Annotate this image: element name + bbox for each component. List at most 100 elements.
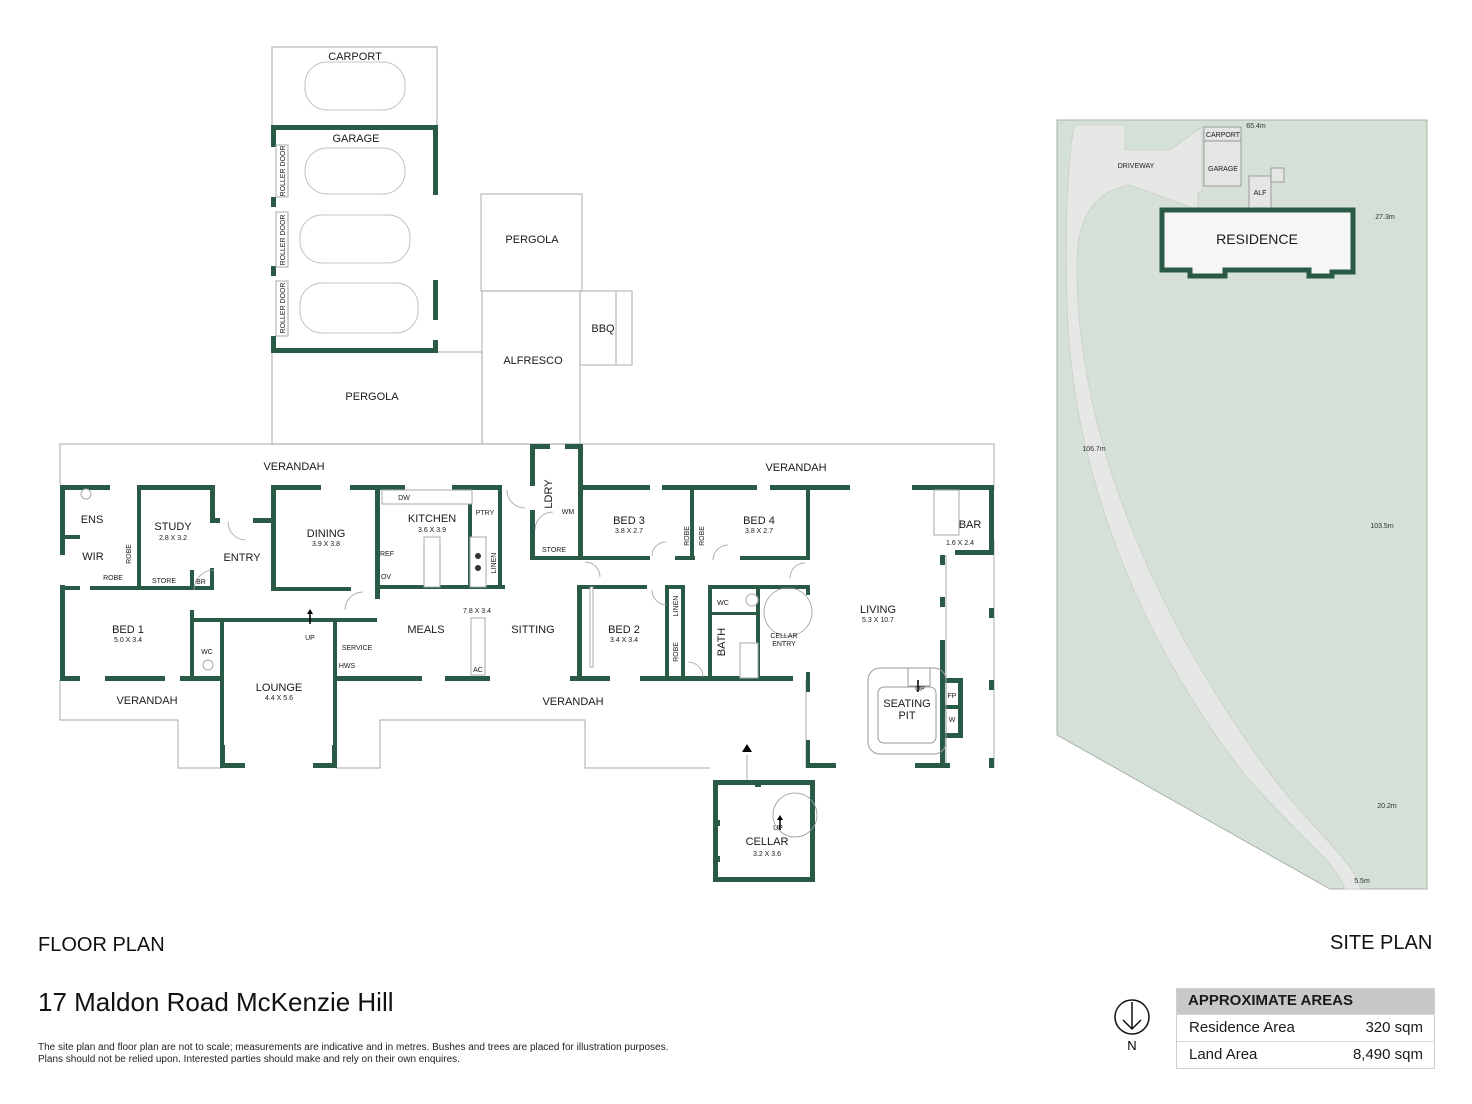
areas-row: Residence Area 320 sqm bbox=[1177, 1014, 1434, 1041]
floor-plan-title: FLOOR PLAN bbox=[38, 934, 165, 956]
label-verandah-north-right: VERANDAH bbox=[765, 462, 826, 474]
cars bbox=[299, 61, 419, 334]
size-bed2: 3.4 X 3.4 bbox=[610, 637, 638, 644]
label-entry: ENTRY bbox=[223, 552, 261, 564]
disclaimer-line-1: The site plan and floor plan are not to … bbox=[38, 1042, 669, 1053]
car-icon bbox=[299, 214, 411, 264]
label-verandah-north-left: VERANDAH bbox=[263, 461, 324, 473]
north-arrow-icon: N bbox=[1114, 999, 1150, 1053]
car-icon bbox=[299, 282, 419, 334]
size-dining: 3.9 X 3.8 bbox=[312, 541, 340, 548]
site-label-alf: ALF bbox=[1254, 190, 1267, 197]
label-ens: ENS bbox=[81, 514, 104, 526]
dim-right-lower: 20.2m bbox=[1377, 803, 1397, 810]
bathtub bbox=[739, 642, 759, 679]
cellar-access-arrow-icon bbox=[742, 744, 752, 752]
dim-right-upper: 27.3m bbox=[1375, 214, 1395, 221]
size-study: 2.8 X 3.2 bbox=[159, 535, 187, 542]
label-living: LIVING bbox=[860, 604, 896, 616]
site-label-residence: RESIDENCE bbox=[1216, 231, 1298, 247]
label-wc-bed1: WC bbox=[201, 649, 213, 656]
dim-top: 65.4m bbox=[1246, 123, 1266, 130]
land-parcel bbox=[1056, 119, 1428, 890]
outline-lines bbox=[59, 46, 995, 780]
label-robe-wir-h: ROBE bbox=[103, 575, 123, 582]
label-seating-pit-1: SEATING bbox=[883, 698, 930, 710]
size-living: 5.3 X 10.7 bbox=[862, 617, 894, 624]
approximate-areas-table: APPROXIMATE AREAS Residence Area 320 sqm… bbox=[1176, 988, 1435, 1069]
label-bed4: BED 4 bbox=[743, 515, 775, 527]
label-robe-wir-v: ROBE bbox=[126, 544, 133, 564]
label-roller-door-2: ROLLER DOOR bbox=[280, 215, 287, 266]
car-icon bbox=[304, 147, 406, 195]
site-label-driveway: DRIVEWAY bbox=[1118, 163, 1155, 170]
label-roller-door-1: ROLLER DOOR bbox=[280, 146, 287, 197]
label-robe-bed2: ROBE bbox=[673, 642, 680, 662]
label-ref: REF bbox=[380, 551, 394, 558]
dim-bottom: 5.5m bbox=[1354, 878, 1370, 885]
label-service: SERVICE bbox=[342, 645, 373, 652]
label-bar: BAR bbox=[959, 519, 982, 531]
areas-header: APPROXIMATE AREAS bbox=[1177, 989, 1434, 1014]
label-pergola-left: PERGOLA bbox=[345, 391, 399, 403]
size-bar: 1.6 X 2.4 bbox=[946, 540, 974, 547]
label-store-study: STORE bbox=[152, 578, 176, 585]
label-fp: FP bbox=[948, 693, 957, 700]
label-garage: GARAGE bbox=[332, 133, 379, 145]
size-meals-sitting: 7.8 X 3.4 bbox=[463, 608, 491, 615]
areas-row-value: 320 sqm bbox=[1365, 1019, 1423, 1036]
label-kitchen: KITCHEN bbox=[408, 513, 456, 525]
kitchen-island bbox=[423, 536, 441, 588]
label-verandah-south-left: VERANDAH bbox=[116, 695, 177, 707]
size-kitchen: 3.6 X 3.9 bbox=[418, 527, 446, 534]
label-roller-door-3: ROLLER DOOR bbox=[280, 283, 287, 334]
label-seating-pit-2: PIT bbox=[898, 710, 915, 722]
label-carport: CARPORT bbox=[328, 51, 382, 63]
label-w: W bbox=[949, 717, 956, 724]
label-wc-bath: WC bbox=[717, 600, 729, 607]
disclaimer-line-2: Plans should not be relied upon. Interes… bbox=[38, 1054, 460, 1065]
seating-pit-outline bbox=[867, 667, 947, 755]
driveway bbox=[1065, 124, 1361, 890]
label-store-ldry: STORE bbox=[542, 547, 566, 554]
basin-icon bbox=[80, 488, 92, 500]
label-cellar-up: UP bbox=[773, 825, 783, 832]
areas-row-label: Residence Area bbox=[1189, 1019, 1295, 1036]
size-cellar: 3.2 X 3.6 bbox=[753, 851, 781, 858]
site-garage bbox=[1203, 140, 1242, 187]
roller-door-3 bbox=[275, 280, 289, 337]
site-label-garage: GARAGE bbox=[1208, 166, 1238, 173]
label-hws: HWS bbox=[339, 663, 356, 670]
dim-left: 106.7m bbox=[1082, 446, 1106, 453]
label-bath: BATH bbox=[716, 628, 728, 657]
label-study: STUDY bbox=[154, 521, 192, 533]
label-meals: MEALS bbox=[407, 624, 444, 636]
label-pergola-top: PERGOLA bbox=[505, 234, 559, 246]
site-plan-title: SITE PLAN bbox=[1330, 932, 1433, 954]
verandah-south-left-outline bbox=[59, 680, 222, 769]
north-label: N bbox=[1127, 1038, 1136, 1053]
dim-right-mid: 103.5m bbox=[1370, 523, 1394, 530]
label-ptry: PTRY bbox=[476, 510, 495, 517]
toilet-wc-icon bbox=[202, 659, 214, 671]
label-alfresco: ALFRESCO bbox=[503, 355, 563, 367]
label-linen-bed2: LINEN bbox=[673, 596, 680, 617]
bbq-outline bbox=[579, 290, 633, 366]
label-cellar-entry-1: CELLAR bbox=[770, 633, 797, 640]
label-sitting: SITTING bbox=[511, 624, 554, 636]
label-br: BR bbox=[196, 579, 206, 586]
label-bed2: BED 2 bbox=[608, 624, 640, 636]
label-bed1: BED 1 bbox=[112, 624, 144, 636]
spiral-stair-icon bbox=[763, 587, 813, 637]
size-bed1: 5.0 X 3.4 bbox=[114, 637, 142, 644]
roller-door-1 bbox=[275, 144, 289, 198]
fixtures bbox=[80, 144, 960, 838]
label-dw: DW bbox=[398, 495, 410, 502]
label-dining: DINING bbox=[307, 528, 346, 540]
label-seating-up: UP bbox=[915, 686, 925, 693]
label-linen-kitchen: LINEN bbox=[491, 553, 498, 574]
label-ac: AC bbox=[473, 667, 483, 674]
car-icon bbox=[304, 61, 406, 111]
label-cellar-entry-2: ENTRY bbox=[772, 641, 796, 648]
